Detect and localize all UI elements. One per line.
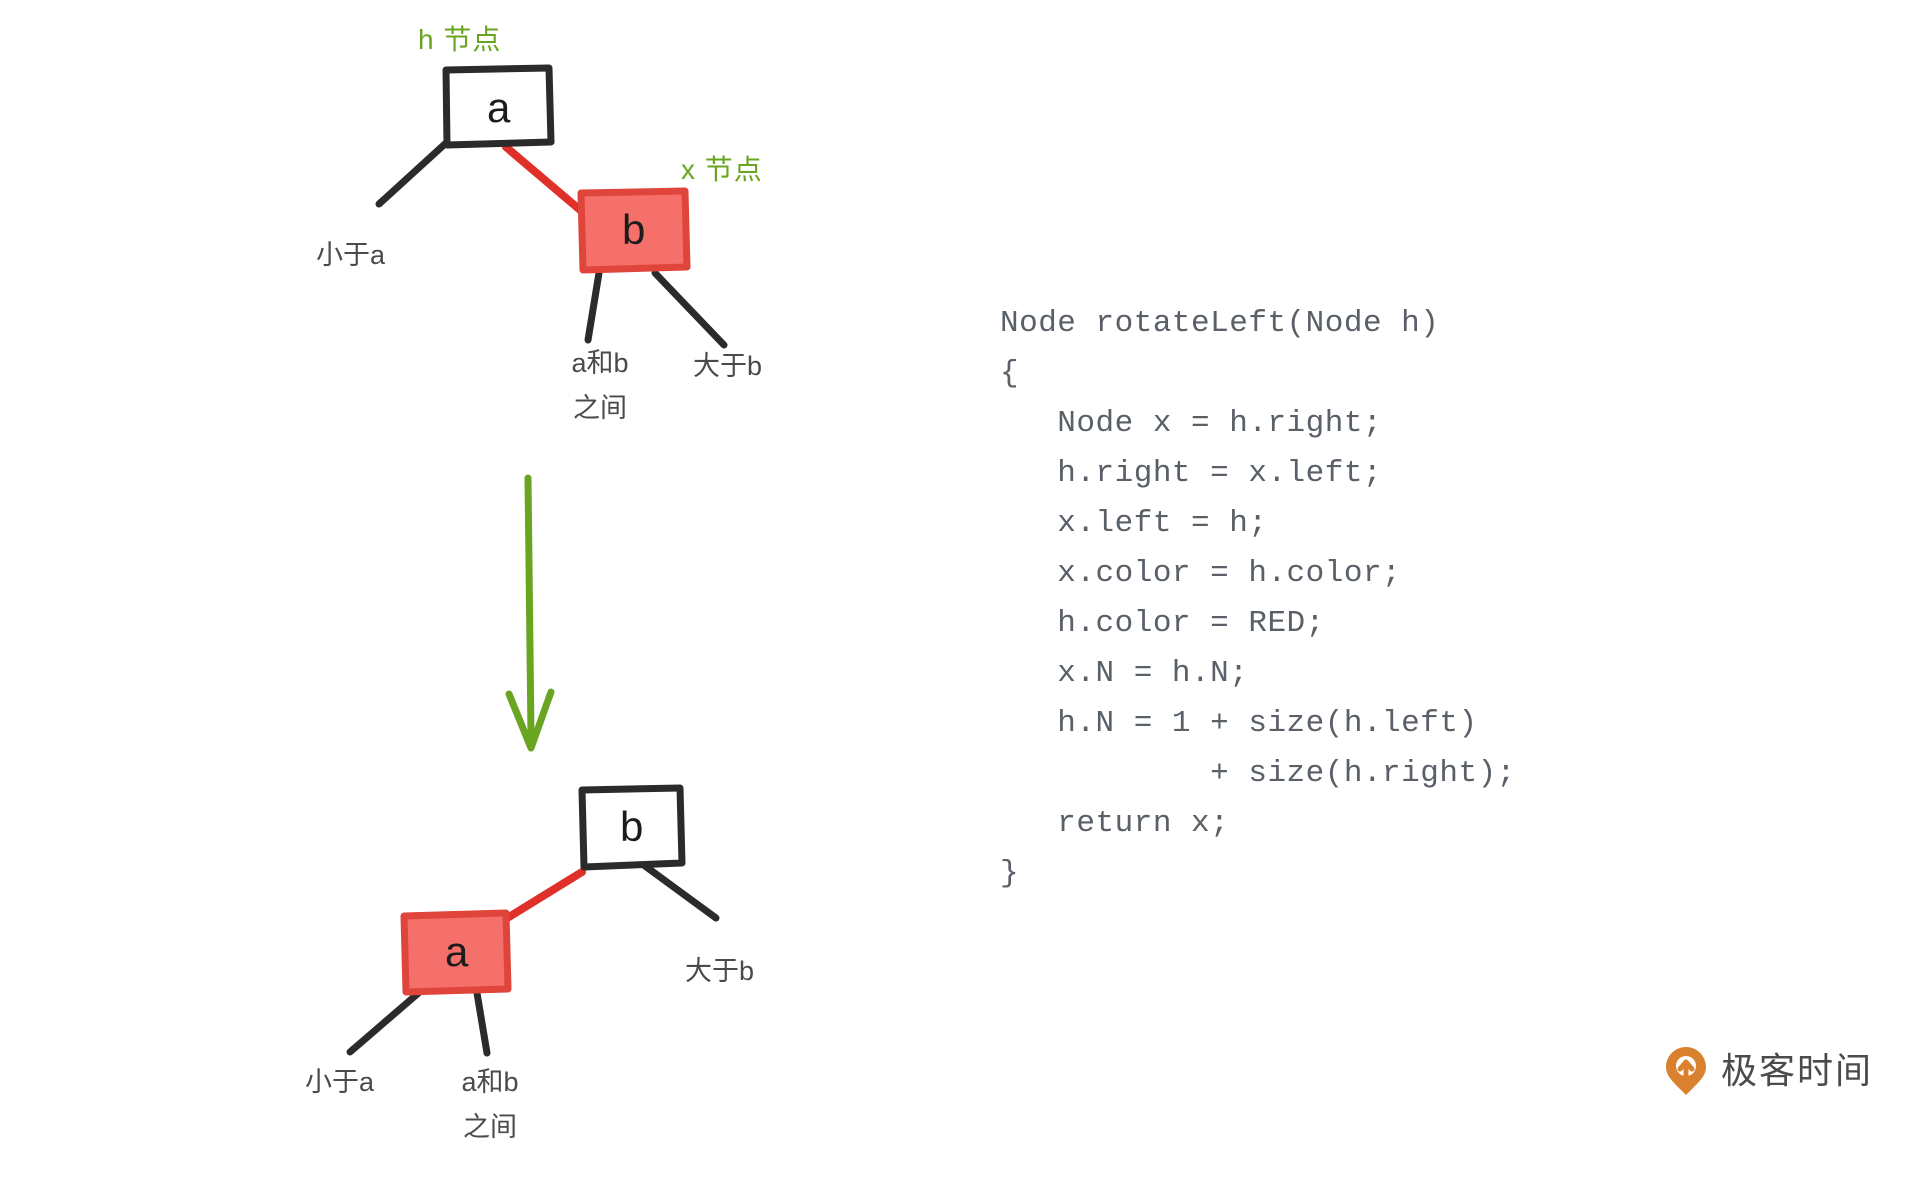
top-node-a-box [442, 64, 555, 149]
top-edge-middle [584, 269, 603, 344]
bottom-edge-right [641, 862, 720, 922]
top-label-between-line2: 之间 [573, 393, 627, 423]
top-node-a-label: a [487, 84, 511, 131]
brand-watermark: 极客时间 [1663, 1045, 1873, 1097]
bottom-edge-middle [473, 989, 491, 1057]
bottom-node-a-label: a [445, 928, 469, 975]
top-label-greater-than-b: 大于b [693, 351, 763, 381]
bottom-node-b-label: b [620, 803, 644, 850]
top-edge-red [502, 143, 590, 219]
top-node-b-box [577, 187, 691, 274]
bottom-label-greater-than-b: 大于b [685, 956, 755, 986]
down-arrow-icon [505, 474, 555, 752]
x-node-annotation: x 节点 [681, 154, 763, 185]
h-node-annotation: h 节点 [418, 24, 502, 55]
bottom-edge-red [500, 868, 586, 924]
bottom-node-b-box [578, 784, 686, 871]
bottom-edge-left [346, 986, 426, 1056]
top-label-less-than-a: 小于a [316, 240, 386, 270]
bottom-label-between-line1: a和b [461, 1067, 519, 1097]
top-edge-right [651, 269, 728, 349]
brand-name: 极客时间 [1721, 1050, 1874, 1091]
top-label-between-line1: a和b [571, 348, 629, 378]
top-edge-left [375, 139, 450, 208]
bottom-node-a-box [400, 909, 512, 996]
code-block: Node rotateLeft(Node h) { Node x = h.rig… [1000, 306, 1516, 891]
geektime-logo-icon [1666, 1047, 1706, 1095]
bottom-label-between-line2: 之间 [463, 1112, 517, 1142]
bottom-label-less-than-a: 小于a [305, 1067, 375, 1097]
top-node-b-label: b [622, 206, 646, 253]
